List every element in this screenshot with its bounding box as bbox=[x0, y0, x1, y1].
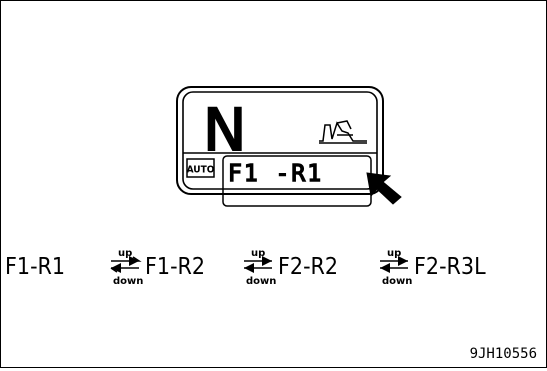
figure-id: 9JH10556 bbox=[470, 346, 537, 362]
bidirectional-arrow-icon: up down bbox=[110, 248, 143, 287]
sequence-item: F1-R2 bbox=[145, 254, 205, 280]
bidirectional-arrow-icon: up down bbox=[380, 248, 412, 287]
arrow-up-label: up bbox=[251, 248, 265, 259]
panel-outer-border bbox=[176, 86, 384, 195]
arrow-up-label: up bbox=[387, 248, 401, 259]
arrow-down-label: down bbox=[382, 276, 412, 287]
arrow-down-label: down bbox=[246, 276, 276, 287]
bidirectional-arrow-icon: up down bbox=[244, 248, 276, 287]
arrow-up-label: up bbox=[118, 248, 132, 259]
shift-mode-text: F1 -R1 bbox=[228, 161, 323, 187]
pointer-arrow-icon bbox=[366, 172, 402, 205]
gear-letter: N bbox=[203, 96, 246, 164]
arrow-down-label: down bbox=[113, 276, 143, 287]
auto-badge-label: AUTO bbox=[187, 165, 215, 176]
shift-sequence: F1-R1 up down F1-R2 up down F2-R2 up dow… bbox=[5, 248, 486, 287]
work-equipment-icon bbox=[319, 120, 367, 144]
sequence-item: F2-R2 bbox=[278, 254, 338, 280]
auto-badge: AUTO bbox=[186, 158, 215, 178]
panel-inner-border bbox=[182, 91, 378, 190]
monitor-display-panel: N AUTO F1 -R1 bbox=[176, 86, 402, 207]
sequence-item: F2-R3L bbox=[414, 254, 486, 280]
sequence-item: F1-R1 bbox=[5, 254, 65, 280]
